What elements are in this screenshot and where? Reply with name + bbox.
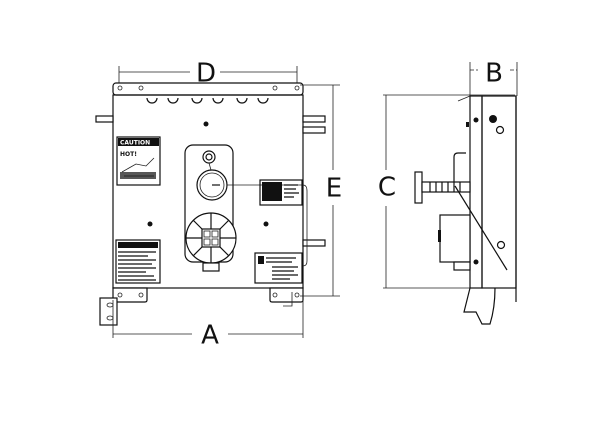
- warning-label-right: [259, 179, 303, 206]
- right-pipe-fitting-2: [302, 126, 326, 134]
- right-pipe-fitting-3: [302, 239, 326, 247]
- side-view: B C: [378, 59, 518, 325]
- svg-text:CAUTION: CAUTION: [120, 140, 150, 147]
- small-gauge-icon: [202, 150, 216, 164]
- cabinet-front-panel: [112, 94, 304, 289]
- side-motor: [439, 214, 471, 263]
- dimension-e: E: [300, 84, 342, 297]
- vent-holes: [146, 97, 269, 104]
- dimension-label-e: E: [326, 174, 342, 204]
- dimension-label-b: B: [485, 59, 503, 89]
- side-mounting-tab: [99, 297, 118, 326]
- right-pipe-fitting-1: [302, 115, 326, 123]
- dimension-b: B: [469, 59, 518, 96]
- front-view: D CAUTION HOT!: [95, 59, 342, 351]
- warning-label-bottom-right: [254, 252, 303, 284]
- side-tube: [454, 185, 508, 271]
- pump-assembly: [184, 144, 308, 272]
- dimension-label-a: A: [201, 321, 219, 351]
- dimension-label-c: C: [378, 173, 396, 203]
- bottom-right-bracket: [269, 287, 304, 303]
- dimension-label-d: D: [196, 59, 216, 89]
- cabinet-side: [481, 95, 517, 289]
- side-gauge: [414, 152, 471, 204]
- dimension-d: D: [118, 59, 298, 89]
- side-bottom-bracket: [463, 287, 496, 325]
- dimension-c: C: [378, 94, 515, 289]
- left-pipe-fitting: [95, 115, 114, 123]
- data-plate-label: [115, 239, 161, 284]
- svg-text:HOT!: HOT!: [120, 151, 137, 158]
- top-mounting-bracket: [112, 82, 304, 96]
- dimension-a: A: [112, 300, 304, 351]
- caution-hot-label: CAUTION HOT!: [116, 136, 161, 186]
- front-plate-side: [469, 95, 483, 289]
